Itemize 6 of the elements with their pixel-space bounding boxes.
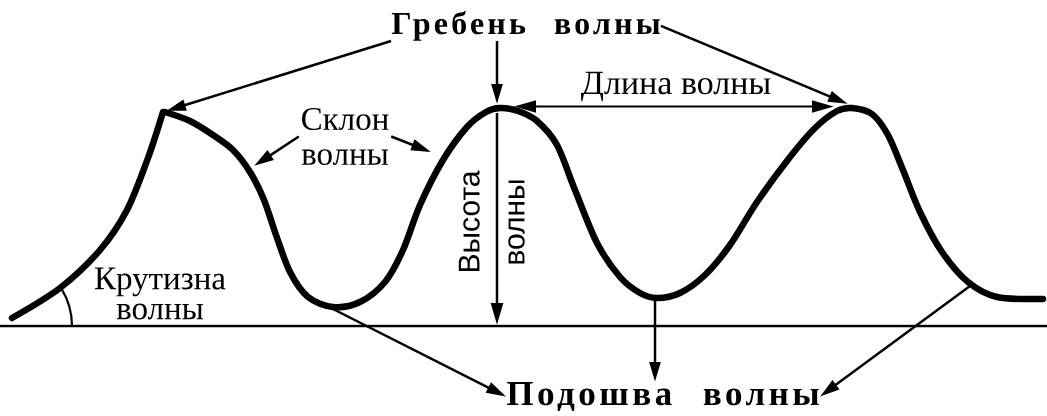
dimension-label: Высота волны (458, 170, 525, 272)
text-label: Склон волны (301, 107, 389, 166)
text-label: Гребень волны (391, 11, 660, 41)
angle-label: Крутизна волны (94, 267, 226, 320)
text-label: Подошва волны (507, 382, 819, 412)
dimension-label: Длина волны (581, 71, 771, 102)
